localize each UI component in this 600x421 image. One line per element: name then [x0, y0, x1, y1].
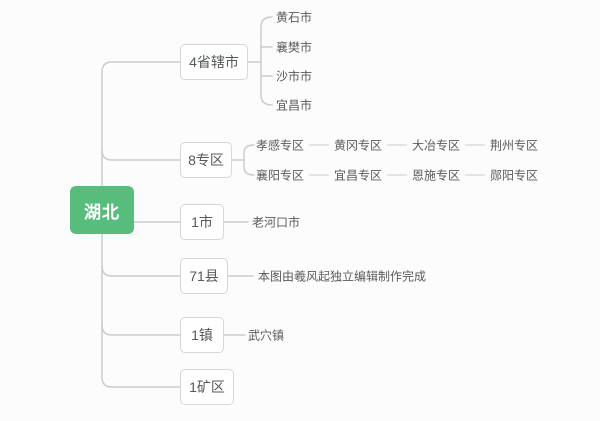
leaf-xiangfan-city[interactable]: 襄樊市 [276, 40, 313, 55]
branch-node-71-counties[interactable]: 71县 [180, 258, 228, 294]
chain-node-yunyang[interactable]: 郧阳专区 [490, 168, 539, 183]
chain-node-yichang-prefecture[interactable]: 宜昌专区 [334, 168, 383, 183]
chain-node-enshi[interactable]: 恩施专区 [412, 168, 461, 183]
branch-connector [101, 324, 181, 336]
chain-connector-dash [309, 144, 330, 146]
leaf-yichang-city[interactable]: 宜昌市 [276, 98, 313, 113]
chain-node-daye[interactable]: 大冶专区 [412, 138, 461, 153]
children-bracket [243, 144, 255, 176]
chain-node-xiangyang[interactable]: 襄阳专区 [256, 168, 305, 183]
branch-node-8-prefectures[interactable]: 8专区 [180, 142, 232, 178]
children-bracket [260, 16, 273, 106]
chain-node-huanggang[interactable]: 黄冈专区 [334, 138, 383, 153]
prefecture-chain-row-2: 襄阳专区 宜昌专区 恩施专区 郧阳专区 [256, 167, 538, 184]
branch-node-1-town[interactable]: 1镇 [180, 317, 224, 353]
editor-credit-text: 本图由羲风起独立编辑制作完成 [258, 269, 427, 284]
root-node-hubei[interactable]: 湖北 [70, 186, 134, 234]
leaf-wuxue-town[interactable]: 武穴镇 [248, 328, 285, 343]
chain-connector-dash [387, 144, 408, 146]
leaf-shashi-city[interactable]: 沙市市 [276, 69, 313, 84]
branch-node-1-mining-area[interactable]: 1矿区 [180, 369, 234, 405]
prefecture-chain-row-1: 孝感专区 黄冈专区 大冶专区 荆州专区 [256, 137, 538, 154]
branch-node-1-city[interactable]: 1市 [180, 204, 224, 240]
chain-connector-dash [465, 144, 486, 146]
chain-connector-dash [309, 174, 330, 176]
chain-node-jingzhou[interactable]: 荆州专区 [490, 138, 539, 153]
leaf-huangshi-city[interactable]: 黄石市 [276, 10, 313, 25]
children-bracket [260, 46, 273, 77]
branch-node-4-province-cities[interactable]: 4省辖市 [180, 44, 248, 80]
leaf-laohekou-city[interactable]: 老河口市 [252, 215, 301, 230]
chain-connector-dash [465, 174, 486, 176]
chain-node-xiaogan[interactable]: 孝感专区 [256, 138, 305, 153]
branch-connector [101, 265, 181, 277]
chain-connector-dash [387, 174, 408, 176]
branch-connector [101, 149, 181, 161]
